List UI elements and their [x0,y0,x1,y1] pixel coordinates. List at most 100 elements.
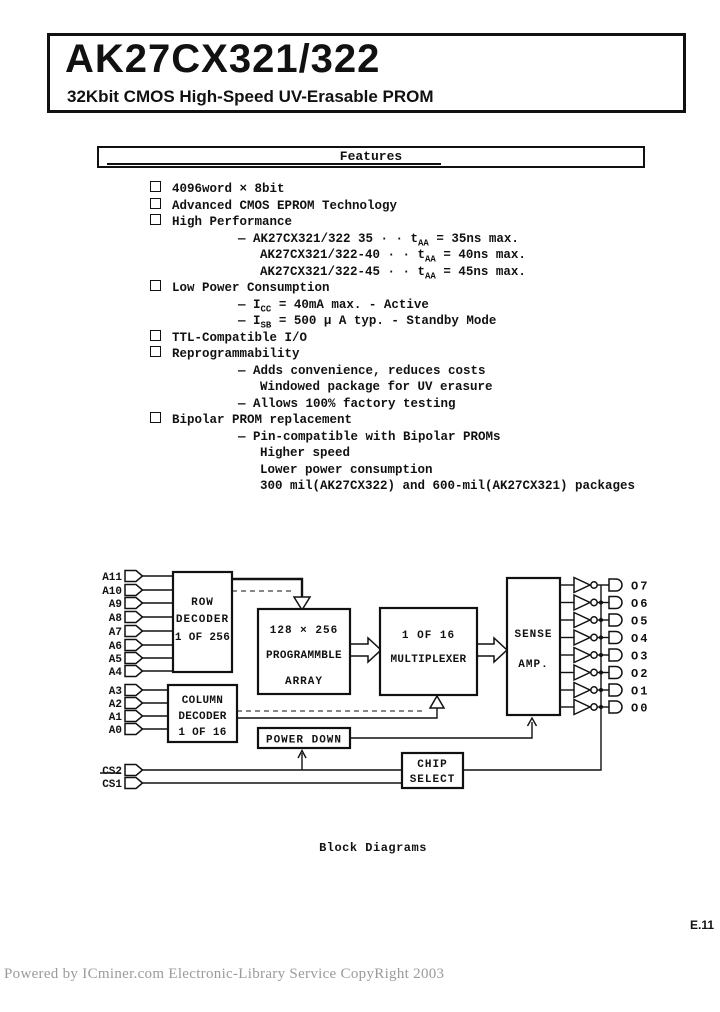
input-pad-icon [124,776,144,790]
column-decoder-block [166,683,239,744]
feature-text: — Adds convenience, reduces costs [238,363,486,378]
pin-label: A2 [109,699,122,711]
input-pad-icon [124,696,144,710]
output-label: O3 [631,650,649,664]
checkbox-bullet-icon [150,197,161,209]
output-enable-wire [463,585,602,771]
programmable-array-block [256,607,352,696]
block-label: SENSE [514,629,552,641]
block-label: PROGRAMMBLE [266,650,342,662]
pin-label: A8 [109,613,123,625]
feature-item: — Allows 100% factory testing [150,396,635,413]
pin-label: A9 [109,599,122,611]
junction-dot-icon [598,652,604,658]
feature-item: 300 mil(AK27CX322) and 600-mil(AK27CX321… [150,478,635,495]
output-pad-icon [608,578,623,592]
output-pad-icon [608,665,623,680]
junction-dot-icon [598,600,604,605]
feature-text: Advanced CMOS EPROM Technology [172,198,398,213]
feature-text: AK27CX321/322-45 · · tAA = 45ns max. [260,264,526,282]
multiplexer-block [378,606,479,697]
feature-item: AK27CX321/322-45 · · tAA = 45ns max. [150,264,635,282]
checkbox-bullet-icon [150,329,161,341]
pin-label: A6 [109,641,122,653]
feature-item: — ICC = 40mA max. - Active [150,297,635,315]
power-down-block [256,726,352,750]
input-pad-icon [124,638,144,652]
output-label: O7 [631,580,649,594]
feature-item: TTL-Compatible I/O [150,329,635,347]
input-pad-icon [124,624,144,638]
block-label: SELECT [410,774,456,786]
sense-amp-block [505,576,562,717]
mux-to-sense-arrow-icon [476,636,509,664]
feature-item: — AK27CX321/322 35 · · tAA = 35ns max. [150,231,635,249]
junction-dot-icon [598,704,604,710]
block-label: AMP. [518,659,548,671]
up-arrow-icon [428,694,446,709]
features-underline [107,163,441,165]
junction-dot-icon [598,635,604,640]
feature-text: 4096word × 8bit [172,182,285,196]
page-subtitle: 32Kbit CMOS High-Speed UV-Erasable PROM [67,87,434,106]
row-decoder-feed-wire [232,577,304,597]
input-pad-icon [124,709,144,723]
output-pad-icon [608,630,623,645]
inverter-bubble-icon [590,598,598,607]
features-heading: Features [339,149,403,164]
input-pad-icon [124,722,144,736]
feature-text: Windowed package for UV erasure [260,380,493,394]
feature-item: Low Power Consumption [150,280,635,297]
inverter-bubble-icon [590,703,598,711]
feature-text: 300 mil(AK27CX322) and 600-mil(AK27CX321… [260,479,636,493]
feature-item: — ISB = 500 μ A typ. - Standby Mode [150,313,635,331]
tristate-buffer-icon [573,611,592,629]
feature-text: Lower power consumption [260,462,433,477]
block-label: DECODER [176,614,229,626]
tristate-buffer-icon [573,698,592,716]
up-arrowhead-icon [526,716,538,727]
output-pad-icon [608,683,623,697]
output-label: O2 [631,667,649,681]
feature-item: Windowed package for UV erasure [150,379,635,396]
feature-text: AK27CX321/322-40 · · tAA = 40ns max. [260,248,526,265]
pin-label: CS2 [102,766,122,778]
block-label: COLUMN [182,695,223,707]
input-pad-icon [124,610,144,624]
pin-label: A1 [109,712,123,724]
feature-item: 4096word × 8bit [150,181,635,198]
pin-label: A5 [109,654,123,666]
feature-item: Bipolar PROM replacement [150,412,635,429]
checkbox-bullet-icon [150,181,161,192]
chip-select-block [400,751,465,790]
block-label: 1 OF 256 [175,632,230,644]
footer-watermark: Powered by ICminer.com Electronic-Librar… [4,966,445,982]
checkbox-bullet-icon [150,280,161,291]
feature-text: — ISB = 500 μ A typ. - Standby Mode [238,314,497,331]
pin-label: A7 [109,627,122,639]
output-pad-icon [608,595,623,610]
block-label: 128 × 256 [270,625,338,637]
feature-item: — Pin-compatible with Bipolar PROMs [150,429,635,446]
checkbox-bullet-icon [150,346,161,357]
output-label: O1 [631,685,649,699]
pin-label: A3 [109,686,123,698]
block-label: ROW [191,597,214,609]
pin-label: A4 [109,667,123,679]
feature-text: — Allows 100% factory testing [238,396,456,411]
array-to-mux-arrow-icon [349,636,383,664]
block-label: ARRAY [285,676,323,688]
row-decoder-block [171,570,234,674]
input-pad-icon [124,683,144,697]
power-down-wire [350,722,533,739]
part-number-title: AK27CX321/322 [65,37,381,81]
input-pad-icon [124,569,144,583]
inverter-bubble-icon [590,633,598,642]
tristate-buffer-icon [573,628,592,647]
junction-dot-icon [598,670,604,675]
feature-item: — Adds convenience, reduces costs [150,363,635,380]
tristate-buffer-icon [573,663,592,682]
